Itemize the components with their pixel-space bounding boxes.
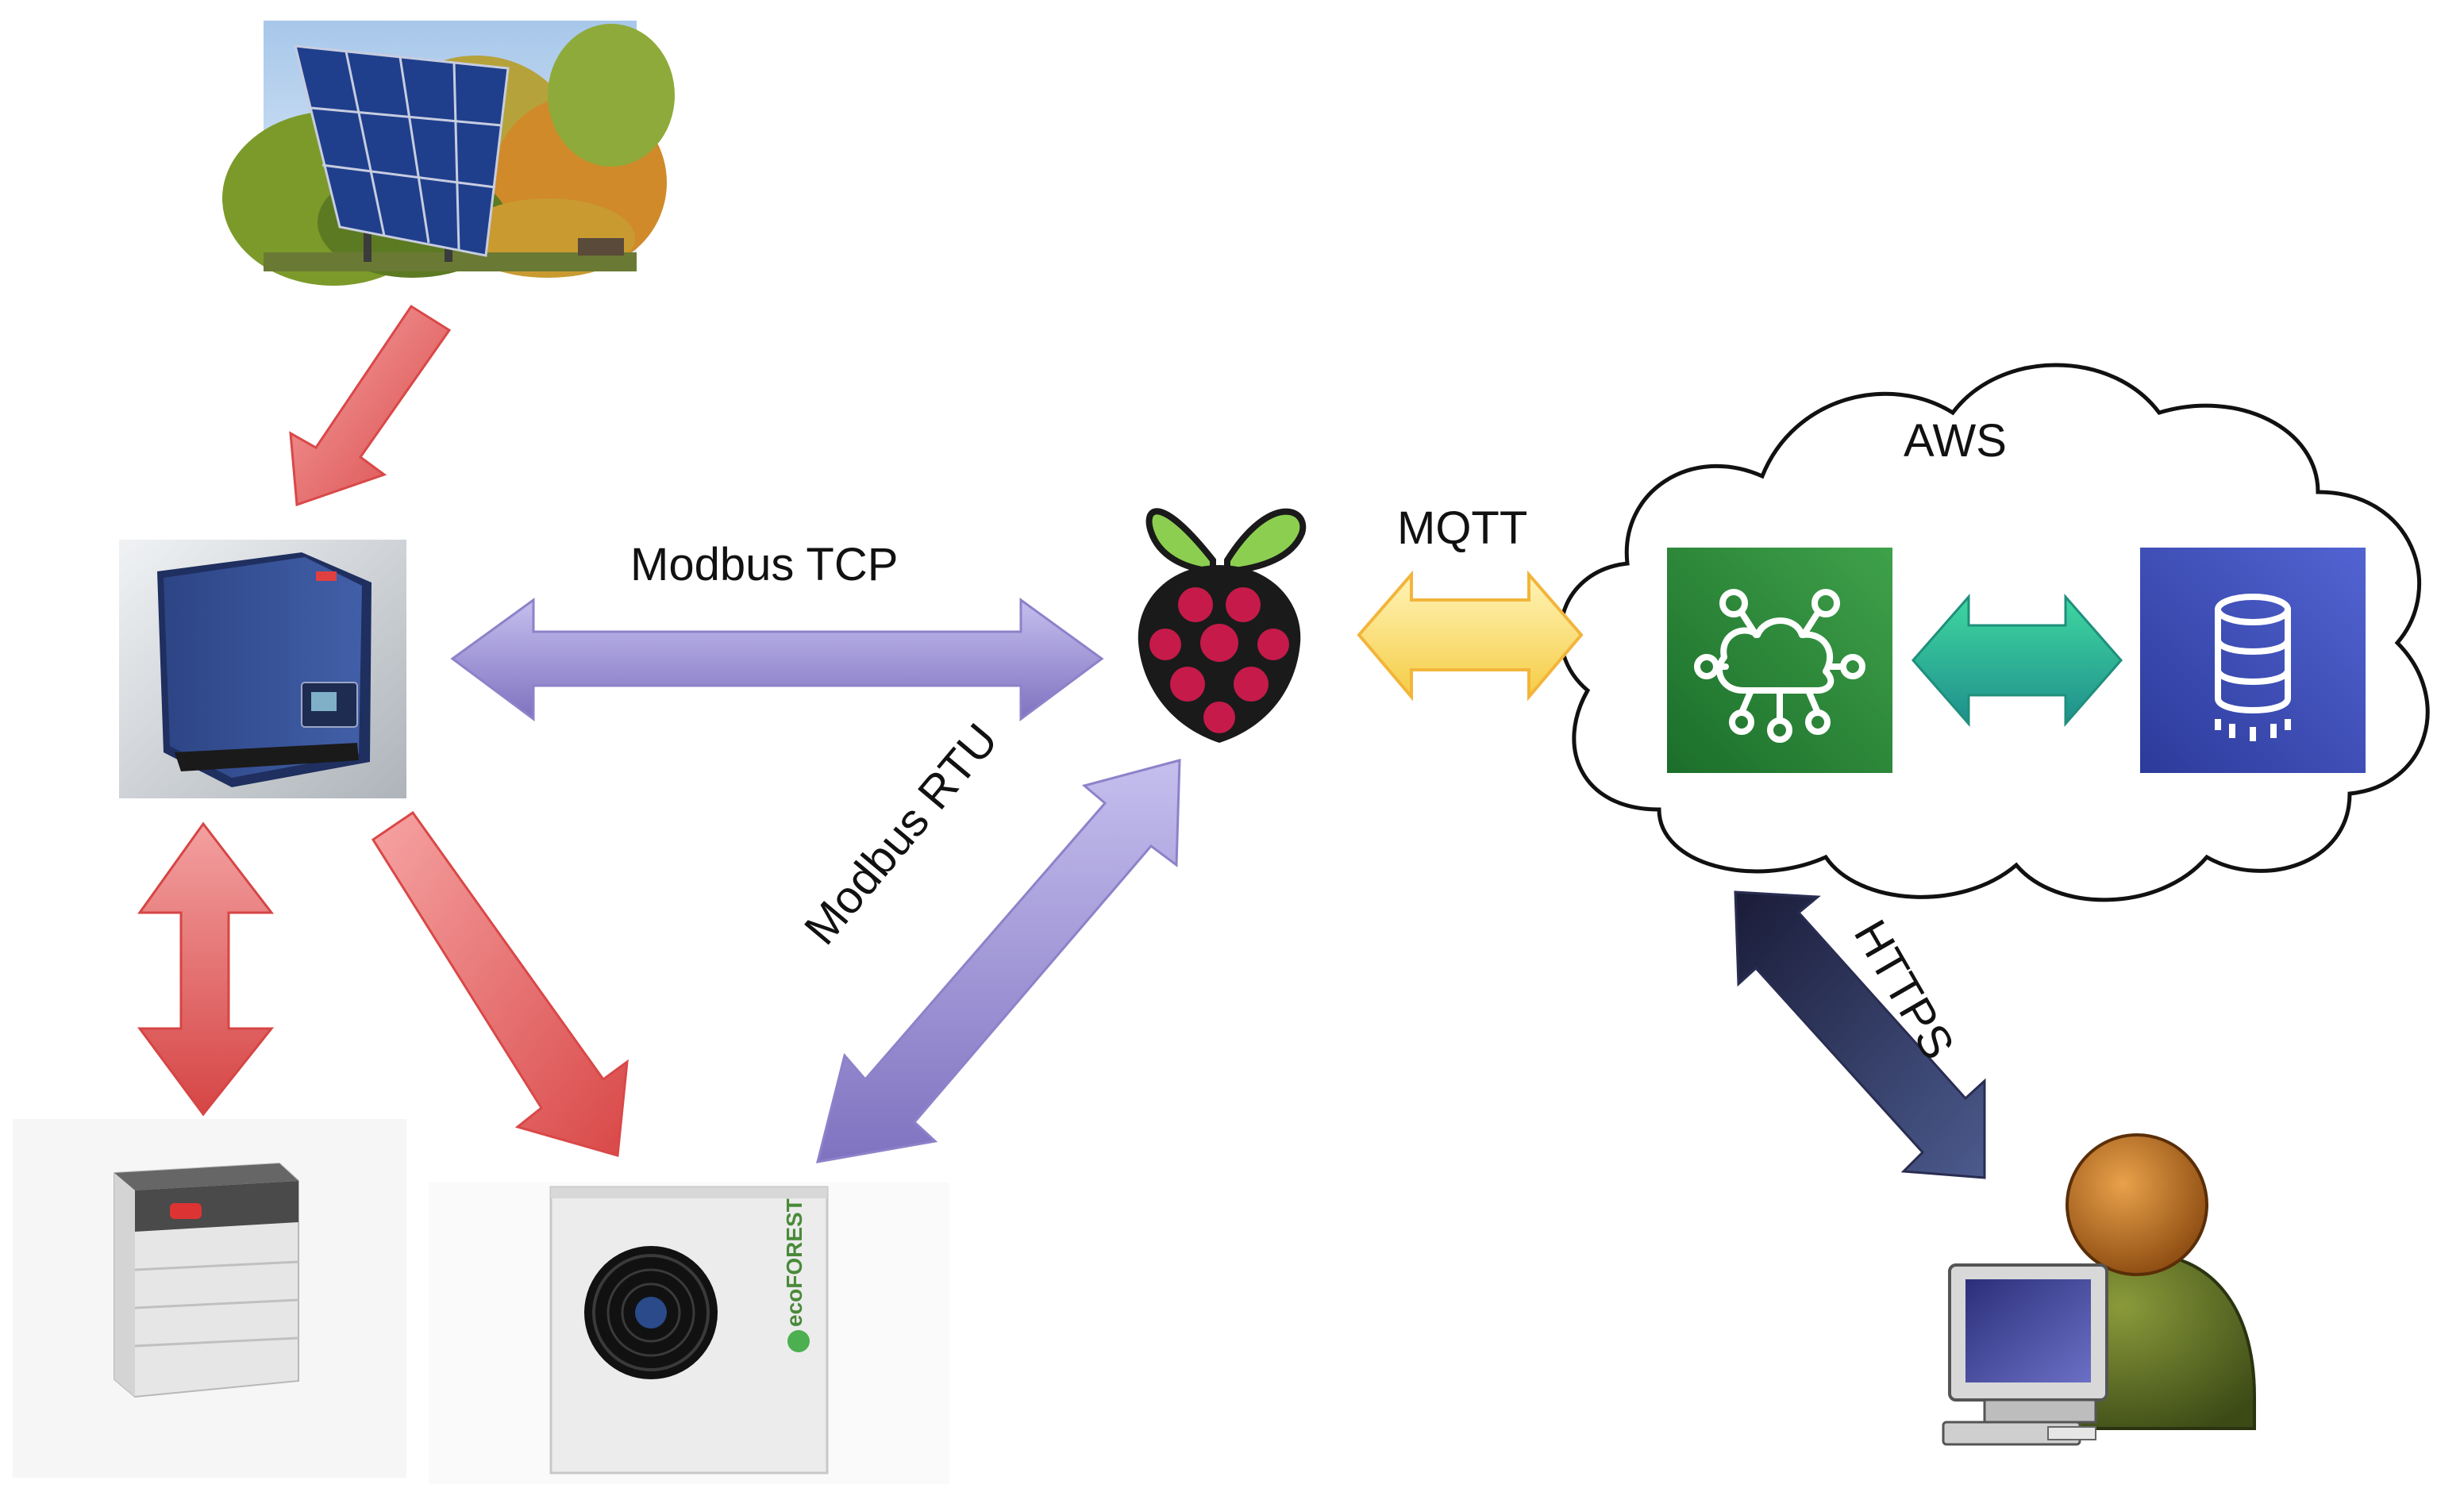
https-arrow (1734, 890, 1986, 1179)
power-arrow-inverter-to-heatpump (371, 810, 629, 1157)
power-arrow-inverter-battery (137, 821, 275, 1117)
aws-database-icon (2140, 548, 2366, 773)
heat-pump-brand: ecoFOREST (782, 1198, 807, 1327)
raspberry-pi-icon (1138, 508, 1307, 743)
user-workstation-icon (1942, 1133, 2256, 1446)
aws-label: AWS (1904, 415, 2007, 467)
mqtt-arrow (1357, 570, 1584, 702)
inverter-image (119, 540, 406, 798)
solar-array (294, 44, 510, 257)
mqtt-label: MQTT (1397, 502, 1528, 554)
heat-pump-image (429, 1182, 949, 1484)
modbus-rtu-arrow (815, 759, 1181, 1163)
modbus-tcp-arrow (450, 598, 1104, 721)
solar-panel-image (222, 21, 675, 286)
power-arrow-solar-to-inverter (289, 304, 452, 507)
aws-iot-icon (1667, 548, 1892, 773)
battery-image (13, 1119, 406, 1478)
aws-internal-arrow (1912, 594, 2123, 727)
modbus-tcp-label: Modbus TCP (630, 539, 899, 590)
